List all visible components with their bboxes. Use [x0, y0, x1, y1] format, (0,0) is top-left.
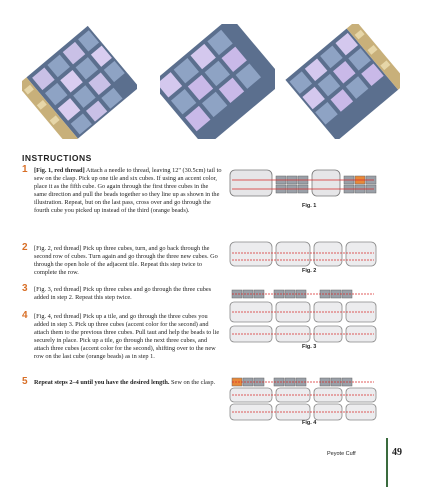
figure-label: Fig. 3: [302, 344, 317, 350]
page-number: 49: [392, 447, 402, 458]
step-5: 5 Repeat steps 2–4 until you have the de…: [22, 376, 222, 387]
instructions-heading: INSTRUCTIONS: [22, 153, 92, 163]
step-text: [Fig. 1, red thread] Attach a needle to …: [34, 167, 222, 215]
step-text: [Fig. 4, red thread] Pick up a tile, and…: [34, 313, 220, 361]
step-text: [Fig. 3, red thread] Pick up three cubes…: [34, 286, 212, 302]
figure-3: Fig. 3: [228, 288, 378, 352]
step-2: 2 [Fig. 2, red thread] Pick up three cub…: [22, 242, 222, 277]
footer-bar: [386, 438, 388, 487]
figure-label: Fig. 4: [302, 420, 317, 426]
bracelet-photo-center: [160, 24, 275, 139]
step-text: Repeat steps 2–4 until you have the desi…: [34, 379, 216, 386]
step-number: 1: [22, 164, 28, 175]
photo-strip: [22, 24, 402, 139]
step-text: [Fig. 2, red thread] Pick up three cubes…: [34, 245, 218, 277]
bracelet-photo-clasp-right: [284, 24, 400, 139]
figure-1: Fig. 1: [228, 166, 378, 212]
step-1: 1 [Fig. 1, red thread] Attach a needle t…: [22, 164, 222, 216]
step-3: 3 [Fig. 3, red thread] Pick up three cub…: [22, 283, 222, 302]
figure-2: Fig. 2: [228, 240, 378, 276]
bracelet-photo-clasp-left: [22, 24, 137, 139]
figure-label: Fig. 1: [302, 203, 317, 209]
step-number: 4: [22, 310, 28, 321]
step-number: 2: [22, 242, 28, 253]
step-number: 5: [22, 376, 28, 387]
figure-label: Fig. 2: [302, 268, 317, 274]
step-number: 3: [22, 283, 28, 294]
figure-4: Fig. 4: [228, 376, 378, 428]
footer-title: Peyote Cuff: [327, 451, 356, 457]
step-4: 4 [Fig. 4, red thread] Pick up a tile, a…: [22, 310, 222, 362]
